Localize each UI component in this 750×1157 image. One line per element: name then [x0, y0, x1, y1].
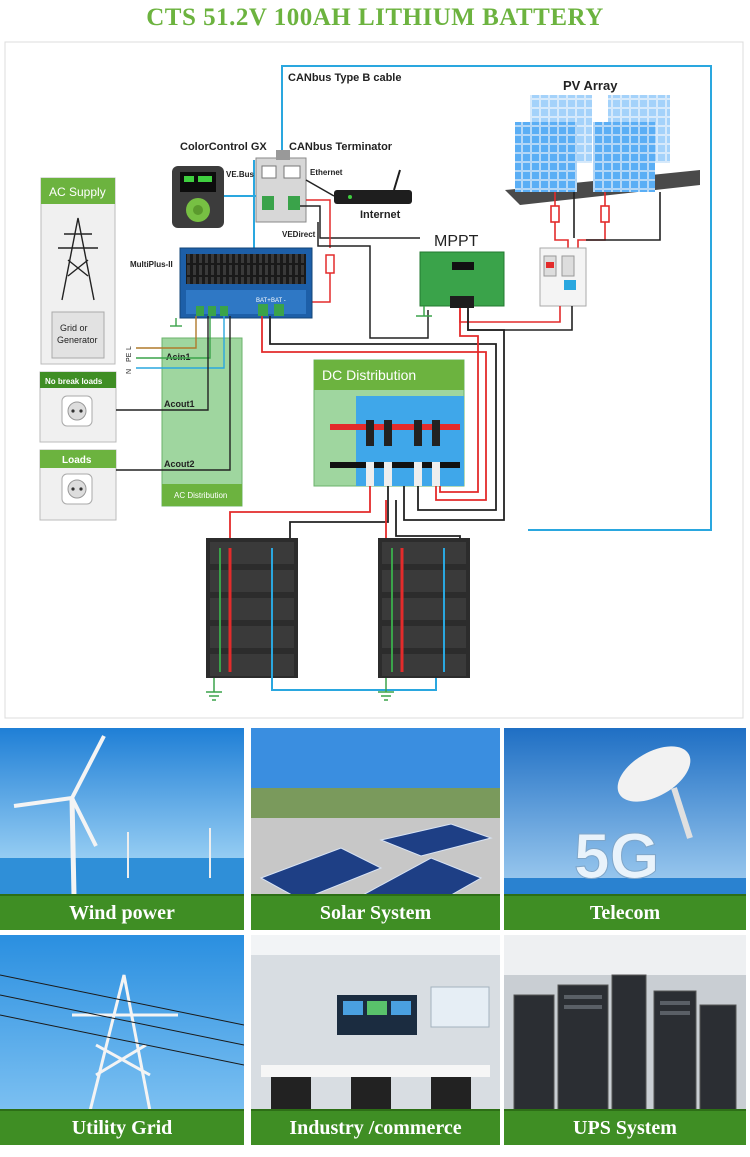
application-label: Utility Grid — [0, 1109, 244, 1145]
application-industry-commerce: Industry /commerce — [251, 935, 500, 1145]
dc-distribution-panel — [313, 359, 465, 487]
pv-array — [505, 95, 700, 205]
bat-minus-label: BAT - — [271, 298, 286, 304]
application-utility-grid: Utility Grid — [0, 935, 244, 1145]
mppt-label: MPPT — [434, 233, 479, 250]
telecom-badge: 5G — [574, 820, 659, 892]
acout1-label: Acout1 — [164, 399, 195, 409]
grid-generator-line2: Generator — [57, 335, 98, 345]
loads-label: Loads — [62, 455, 92, 466]
loads-panel — [39, 449, 117, 521]
colorcontrol-gx — [172, 166, 224, 228]
application-wind-power: Wind power — [0, 728, 244, 930]
internet-router — [334, 169, 412, 204]
colorcontrol-label: ColorControl GX — [180, 141, 267, 153]
canbus-terminator-label: CANbus Terminator — [289, 141, 393, 153]
application-ups-system: UPS System — [504, 935, 746, 1145]
ac-distribution-panel — [161, 337, 243, 507]
ac-distribution-label: AC Distribution — [174, 491, 227, 500]
n-label: N — [126, 369, 133, 374]
l-label: L — [126, 346, 133, 350]
grid-generator-line1: Grid or — [60, 323, 88, 333]
no-break-loads-panel — [39, 371, 117, 443]
battery-stack-right — [378, 538, 470, 678]
wiring-diagram: CANbus Type B cable PV Array C — [4, 41, 744, 719]
ac-supply-label: AC Supply — [49, 185, 106, 199]
canbus-cable-label: CANbus Type B cable — [288, 72, 402, 84]
pe-label: PE — [126, 352, 133, 362]
dc-breaker — [539, 247, 587, 307]
acin1-label: Acin1 — [166, 352, 191, 362]
ethernet-label: Ethernet — [310, 168, 343, 177]
application-label: Solar System — [251, 894, 500, 930]
application-label: UPS System — [504, 1109, 746, 1145]
ac-supply-panel — [40, 177, 116, 365]
vebus-label: VE.Bus — [226, 170, 255, 179]
vedirect-label: VEDirect — [282, 230, 316, 239]
application-label: Wind power — [0, 894, 244, 930]
bat-plus-label: BAT+ — [256, 298, 271, 304]
application-telecom: 5G Telecom — [504, 728, 746, 930]
application-label: Telecom — [504, 894, 746, 930]
application-label: Industry /commerce — [251, 1109, 500, 1145]
application-solar-system: Solar System — [251, 728, 500, 930]
battery-stack-left — [206, 538, 437, 691]
internet-label: Internet — [360, 209, 401, 221]
pv-array-label: PV Array — [563, 78, 618, 93]
acout2-label: Acout2 — [164, 459, 195, 469]
no-break-loads-label: No break loads — [45, 377, 103, 386]
page-title: CTS 51.2V 100AH LITHIUM BATTERY — [146, 4, 604, 31]
multiplus-inverter — [179, 247, 313, 319]
mppt-controller — [419, 251, 505, 308]
multiplus-label: MultiPlus-II — [130, 260, 173, 269]
canbus-terminator — [255, 150, 307, 223]
dc-distribution-label: DC Distribution — [322, 367, 416, 383]
